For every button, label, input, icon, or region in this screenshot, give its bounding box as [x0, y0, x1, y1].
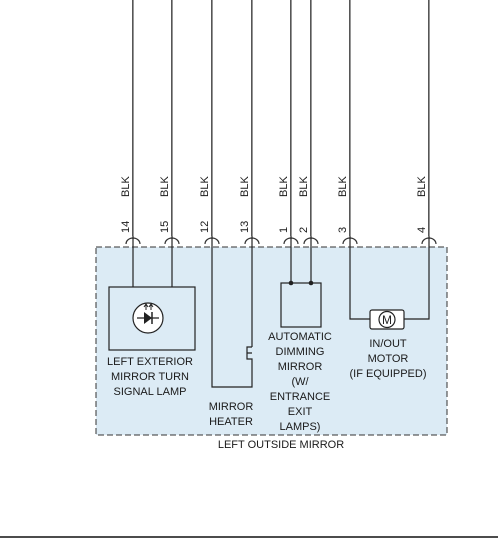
dimming-mirror-label: ENTRANCE	[270, 391, 331, 403]
assembly-label: LEFT OUTSIDE MIRROR	[218, 439, 344, 451]
pin-number: 2	[298, 227, 310, 233]
dimming-mirror-component	[280, 244, 322, 328]
mirror-heater-component	[211, 244, 253, 388]
wire-color-label: BLK	[416, 176, 428, 197]
pin-number: 3	[337, 227, 349, 233]
dimming-mirror-label: LAMPS)	[280, 421, 321, 433]
wire-color-labels: BLK BLK BLK BLK BLK BLK BLK BLK	[120, 176, 428, 197]
wire-group	[132, 0, 431, 236]
turn-lamp-label: MIRROR TURN	[111, 371, 189, 383]
dimming-mirror-label: DIMMING	[276, 346, 325, 358]
wire-color-label: BLK	[199, 176, 211, 197]
dimming-mirror-label: EXIT	[288, 406, 313, 418]
motor-icon: M	[369, 309, 405, 330]
dimming-mirror-label: (W/	[291, 376, 309, 388]
turn-lamp-label: LEFT EXTERIOR	[107, 356, 193, 368]
turn-lamp-label: SIGNAL LAMP	[114, 386, 187, 398]
motor-label: (IF EQUIPPED)	[349, 368, 426, 380]
pin-number: 4	[416, 227, 428, 233]
left-outside-mirror-assembly	[95, 246, 448, 436]
dimming-mirror-label: AUTOMATIC	[268, 331, 332, 343]
mirror-heater-label: HEATER	[209, 416, 253, 428]
motor-component: M	[349, 244, 430, 330]
led-lamp-icon	[132, 302, 164, 334]
wire-color-label: BLK	[298, 176, 310, 197]
pin-number: 12	[199, 221, 211, 233]
turn-lamp-component	[108, 244, 196, 351]
wire-color-label: BLK	[159, 176, 171, 197]
pin-number: 13	[239, 221, 251, 233]
wire-color-label: BLK	[239, 176, 251, 197]
motor-label: MOTOR	[368, 353, 409, 365]
mirror-heater-label: MIRROR	[209, 401, 254, 413]
pin-number: 15	[159, 221, 171, 233]
component-labels: LEFT EXTERIOR MIRROR TURN SIGNAL LAMP MIRRO…	[107, 331, 427, 433]
wire-color-label: BLK	[120, 176, 132, 197]
heater-coil-icon	[246, 346, 253, 366]
pin-number: 1	[278, 227, 290, 233]
dimming-mirror-label: MIRROR	[278, 361, 323, 373]
motor-label: IN/OUT	[369, 338, 407, 350]
pin-number: 14	[120, 221, 132, 233]
wire-color-label: BLK	[337, 176, 349, 197]
wire-color-label: BLK	[278, 176, 290, 197]
motor-symbol: M	[382, 313, 392, 327]
